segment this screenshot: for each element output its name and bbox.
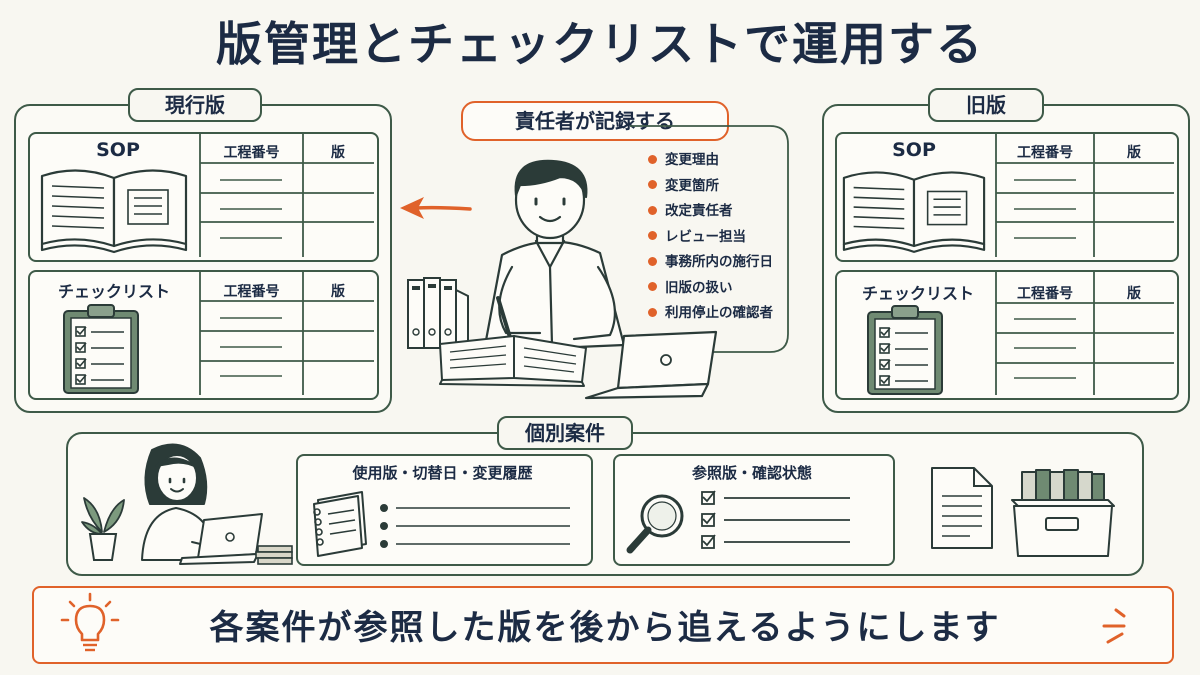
clipboard-checklist-icon bbox=[867, 305, 943, 395]
old-sop-col-process: 工程番号 bbox=[1017, 145, 1073, 161]
binders-icon bbox=[407, 277, 469, 349]
bullet-list-bracket bbox=[630, 125, 789, 353]
list-item: 改定責任者 bbox=[648, 199, 773, 225]
old-checklist-title: チェックリスト bbox=[861, 284, 974, 303]
old-checklist-col-version: 版 bbox=[1127, 286, 1141, 302]
reference-status-title: 参照版・確認状態 bbox=[691, 464, 812, 482]
current-sop-col-version: 版 bbox=[331, 145, 345, 161]
magnifier-icon bbox=[626, 494, 684, 554]
laptop-icon bbox=[584, 330, 718, 400]
current-version-label: 現行版 bbox=[128, 88, 262, 122]
bullet-dot-icon bbox=[648, 180, 657, 189]
document-icon bbox=[931, 467, 993, 549]
archive-box-icon bbox=[1011, 469, 1115, 557]
bullet-dot-icon bbox=[648, 231, 657, 240]
cases-label: 個別案件 bbox=[497, 416, 633, 450]
old-sop-col-version: 版 bbox=[1127, 145, 1141, 161]
list-item: 利用停止の確認者 bbox=[648, 301, 773, 327]
old-sop-title: SOP bbox=[892, 139, 936, 161]
list-item: 変更箇所 bbox=[648, 174, 773, 200]
page-title: 版管理とチェックリストで運用する bbox=[216, 17, 984, 71]
bullet-dot-icon bbox=[648, 256, 657, 266]
open-book-icon bbox=[842, 171, 986, 253]
footer-banner bbox=[32, 586, 1174, 664]
lightbulb-icon bbox=[60, 592, 120, 652]
spiral-notebook-icon bbox=[313, 491, 367, 557]
usage-history-title: 使用版・切替日・変更履歴 bbox=[352, 464, 533, 482]
person-writing-illustration bbox=[482, 159, 626, 353]
current-sop-title: SOP bbox=[96, 139, 140, 161]
woman-at-laptop-illustration bbox=[141, 443, 293, 565]
current-checklist-col-version: 版 bbox=[331, 284, 345, 300]
bullet-dot-icon bbox=[648, 282, 657, 291]
list-item: 事務所内の施行日 bbox=[648, 250, 773, 276]
notebook-icon bbox=[439, 335, 587, 387]
list-item: レビュー担当 bbox=[648, 225, 773, 251]
footer-message: 各案件が参照した版を後から追えるようにします bbox=[209, 608, 1001, 648]
old-checklist-col-process: 工程番号 bbox=[1017, 286, 1073, 302]
responsible-items-list: 変更理由 変更箇所 改定責任者 レビュー担当 事務所内の施行日 旧版の扱い 利用… bbox=[648, 148, 773, 327]
current-sop-col-process: 工程番号 bbox=[223, 145, 280, 161]
bullet-dot-icon bbox=[648, 205, 657, 215]
open-book-icon bbox=[40, 169, 188, 254]
old-version-label: 旧版 bbox=[928, 88, 1044, 122]
sparkle-accent-icon bbox=[1102, 608, 1126, 644]
list-item: 変更理由 bbox=[648, 148, 773, 174]
clipboard-checklist-icon bbox=[63, 304, 139, 394]
bullet-dot-icon bbox=[648, 154, 657, 164]
plant-icon bbox=[81, 497, 125, 561]
usage-bullet-lines bbox=[380, 504, 570, 548]
responsible-label: 責任者が記録する bbox=[461, 101, 729, 141]
current-checklist-col-process: 工程番号 bbox=[223, 284, 280, 300]
arrow-left-icon bbox=[400, 197, 472, 219]
current-checklist-title: チェックリスト bbox=[57, 282, 170, 301]
bullet-dot-icon bbox=[648, 307, 657, 317]
list-item: 旧版の扱い bbox=[648, 276, 773, 302]
reference-check-lines bbox=[701, 490, 850, 549]
